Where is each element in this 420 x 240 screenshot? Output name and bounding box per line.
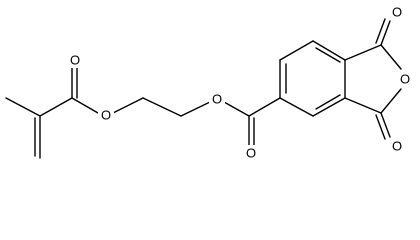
bond-o-ch2: [112, 97, 144, 114]
chemical-structure-diagram: O O O O O O O: [5, 4, 413, 161]
methacrylate-group: [5, 65, 99, 159]
ethylene-linker: [112, 97, 211, 117]
oxygen-label: O: [400, 72, 410, 87]
bond-bottom-co-single: [380, 112, 391, 138]
bond-top-carbonyl-o: [380, 44, 402, 70]
oxygen-label: O: [212, 92, 222, 107]
benzoate-ester-group: [223, 97, 281, 147]
oxygen-label: O: [246, 146, 256, 161]
bond-ring-to-top-carbonyl: [344, 44, 382, 61]
bond-ring-to-bottom-carbonyl: [344, 97, 382, 114]
bond-top-co-single: [380, 20, 391, 46]
ring-inner-double-2: [315, 47, 341, 63]
ring-bond-2: [279, 40, 314, 61]
bond-ester-c-o: [71, 97, 99, 114]
ring-bond-5: [312, 97, 346, 117]
ring-inner-double-3: [315, 94, 341, 110]
bond-top-co-double: [375, 18, 386, 44]
oxygen-label: O: [70, 53, 80, 68]
bond-bottom-co-double: [375, 114, 386, 140]
bond-carbonyl-ring: [248, 97, 281, 117]
benzene-ring: [279, 40, 346, 117]
bond-methyl: [5, 97, 41, 117]
bond-o-carbonyl: [223, 101, 250, 117]
ring-bond-6: [279, 97, 314, 117]
anhydride-ring: [344, 18, 402, 140]
bond-ch2-ch2: [142, 97, 182, 117]
oxygen-label: O: [392, 5, 402, 20]
oxygen-label: O: [392, 139, 402, 154]
bond-ch2-o: [180, 101, 211, 117]
bond-alpha-carbonyl: [39, 97, 73, 117]
oxygen-label: O: [101, 108, 111, 123]
atom-labels: O O O O O O O: [67, 4, 413, 161]
ring-bond-3: [312, 40, 346, 61]
bond-bottom-carbonyl-o: [380, 88, 402, 114]
